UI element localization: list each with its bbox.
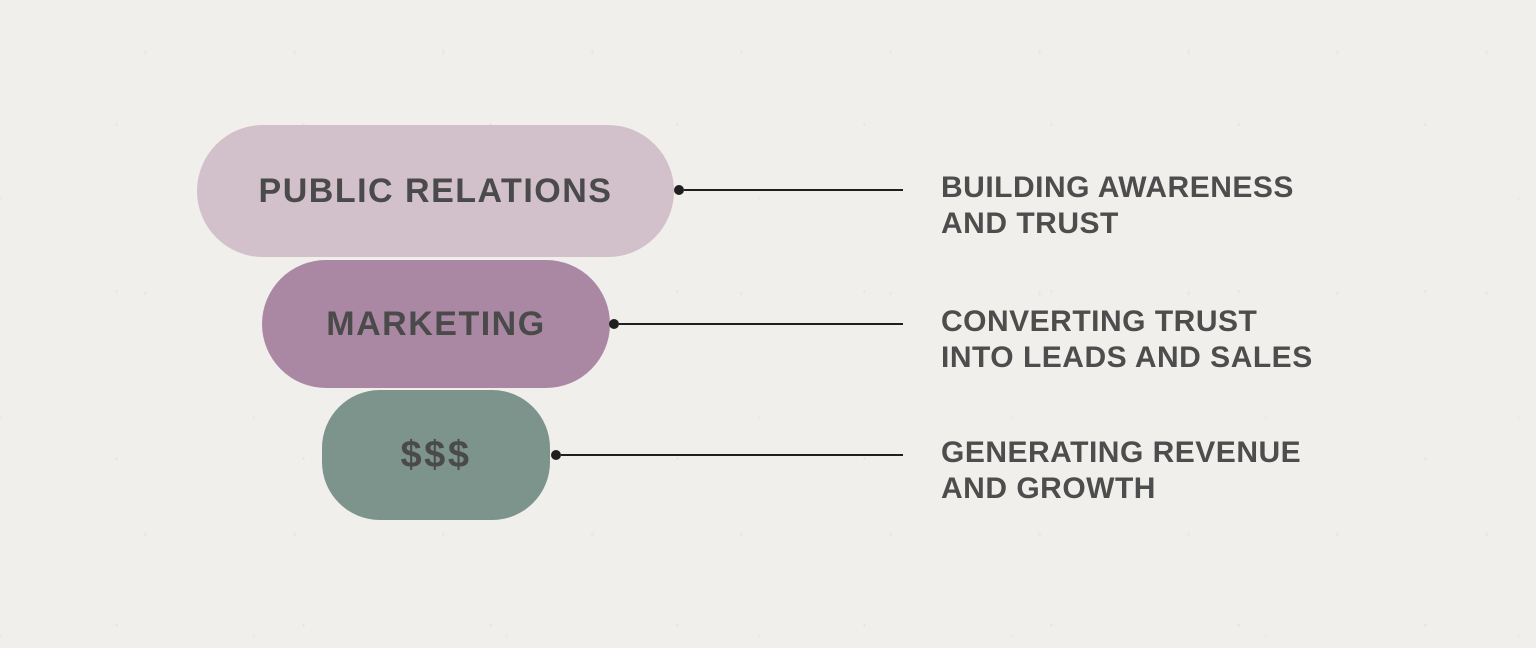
description-line: INTO LEADS AND SALES (941, 341, 1313, 374)
description-line: AND GROWTH (941, 472, 1156, 505)
connector-line (684, 189, 903, 191)
connector-marketing (609, 319, 903, 329)
funnel-stage-label: MARKETING (326, 304, 546, 343)
description-line: AND TRUST (941, 207, 1119, 240)
funnel-stage-public-relations: PUBLIC RELATIONS (197, 125, 674, 257)
funnel-stage-marketing: MARKETING (262, 260, 610, 388)
connector-line (561, 454, 903, 456)
connector-dot (551, 450, 561, 460)
connector-public-relations (674, 185, 903, 195)
description-line: GENERATING REVENUE (941, 436, 1302, 469)
stage-description-marketing: CONVERTING TRUST INTO LEADS AND SALES (941, 304, 1411, 376)
connector-dot (609, 319, 619, 329)
description-line: CONVERTING TRUST (941, 305, 1258, 338)
connector-dot (674, 185, 684, 195)
description-line: BUILDING AWARENESS (941, 171, 1294, 204)
stage-description-revenue: GENERATING REVENUE AND GROWTH (941, 435, 1411, 507)
stage-description-public-relations: BUILDING AWARENESS AND TRUST (941, 170, 1411, 242)
funnel-stage-label: PUBLIC RELATIONS (258, 171, 613, 210)
connector-line (619, 323, 903, 325)
connector-revenue (551, 450, 903, 460)
funnel-stage-revenue: $$$ (322, 390, 550, 520)
funnel-stage-label: $$$ (400, 433, 472, 476)
